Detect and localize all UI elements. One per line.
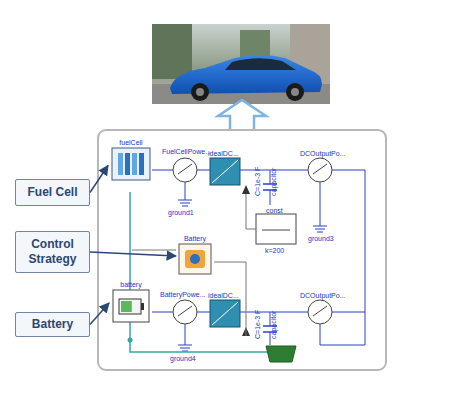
- signal-line: [132, 250, 176, 251]
- component-label: BatteryPowe...: [160, 291, 206, 299]
- callout-arrow: [90, 252, 176, 256]
- callout-arrow: [90, 303, 109, 325]
- bus-connector: [266, 346, 296, 362]
- component-label: capacitor: [270, 311, 278, 339]
- icon-frame: [179, 244, 211, 274]
- model-panel: [98, 130, 386, 370]
- component-label: DCOutputPo...: [300, 150, 346, 158]
- car-hub: [291, 88, 299, 96]
- callout-label: Fuel Cell: [23, 185, 81, 200]
- car-photo: [152, 24, 330, 104]
- wattmeter-symbol: [308, 158, 332, 182]
- component-name: fuelCell: [108, 139, 154, 147]
- const-block: [256, 214, 296, 244]
- cell-plate: [118, 153, 123, 175]
- icon-frame: [112, 148, 150, 180]
- bus-junction: [128, 338, 133, 343]
- controller-block: Battery: [176, 235, 214, 277]
- component-label: C=1e-3 F: [254, 310, 262, 339]
- tree: [152, 24, 192, 79]
- component-label: DCOutputPo...: [300, 292, 346, 300]
- wires: [152, 170, 365, 351]
- cell-plate: [139, 153, 144, 175]
- wattmeter-symbol: [173, 300, 197, 324]
- const-symbol: [262, 230, 290, 231]
- dc-converters: [210, 158, 250, 336]
- bus-line: [130, 192, 268, 352]
- component-label: ground3: [308, 235, 334, 243]
- callout-box: Fuel Cell: [15, 179, 90, 206]
- car-wheel: [191, 83, 209, 101]
- controller-dot: [190, 254, 200, 264]
- component-label: FuelCellPowe...: [162, 148, 211, 156]
- ctrl-icon: [178, 243, 212, 277]
- wattmeter-symbol: [173, 158, 197, 182]
- dcdc-diagonal: [212, 160, 238, 325]
- wattmeter-symbol: [308, 300, 332, 324]
- ground-symbol: [178, 200, 327, 351]
- callout-label: Battery: [28, 317, 77, 332]
- callout-box: Battery: [15, 312, 90, 337]
- callout-label: Control Strategy: [16, 237, 89, 267]
- cell-plate: [125, 153, 130, 175]
- car-window: [225, 58, 296, 70]
- wire: [185, 170, 365, 345]
- fuel-icon: [110, 147, 152, 181]
- up-arrow: [218, 100, 266, 132]
- photo-background: [152, 24, 330, 104]
- capacitor-plate: [263, 184, 277, 332]
- component-label: C=1e-3 F: [254, 167, 262, 196]
- fuel-cell-block: fuelCell: [108, 139, 154, 192]
- battery-symbol: [119, 299, 141, 314]
- battery-terminal: [141, 303, 144, 310]
- controller-core: [185, 250, 205, 268]
- component-name: Battery: [176, 235, 214, 243]
- signal-line: [246, 194, 256, 229]
- cell-plate: [132, 153, 137, 175]
- battery-block: battery: [109, 281, 153, 325]
- car-hub: [196, 88, 204, 96]
- component-name: battery: [109, 281, 153, 289]
- component-label: capacitor: [270, 168, 278, 196]
- icon-frame: [113, 290, 149, 322]
- car-wheel: [286, 83, 304, 101]
- component-label: const: [266, 207, 283, 215]
- component-label: idealDC...: [208, 150, 239, 158]
- batt-icon: [111, 289, 151, 323]
- callout-arrow: [90, 166, 108, 193]
- callout-box: Control Strategy: [15, 231, 90, 273]
- component-label: ground4: [170, 355, 196, 363]
- component-label: k=200: [265, 247, 284, 255]
- battery-charge: [121, 301, 132, 312]
- component-label: idealDC...: [208, 292, 239, 300]
- component-label: ground1: [168, 209, 194, 217]
